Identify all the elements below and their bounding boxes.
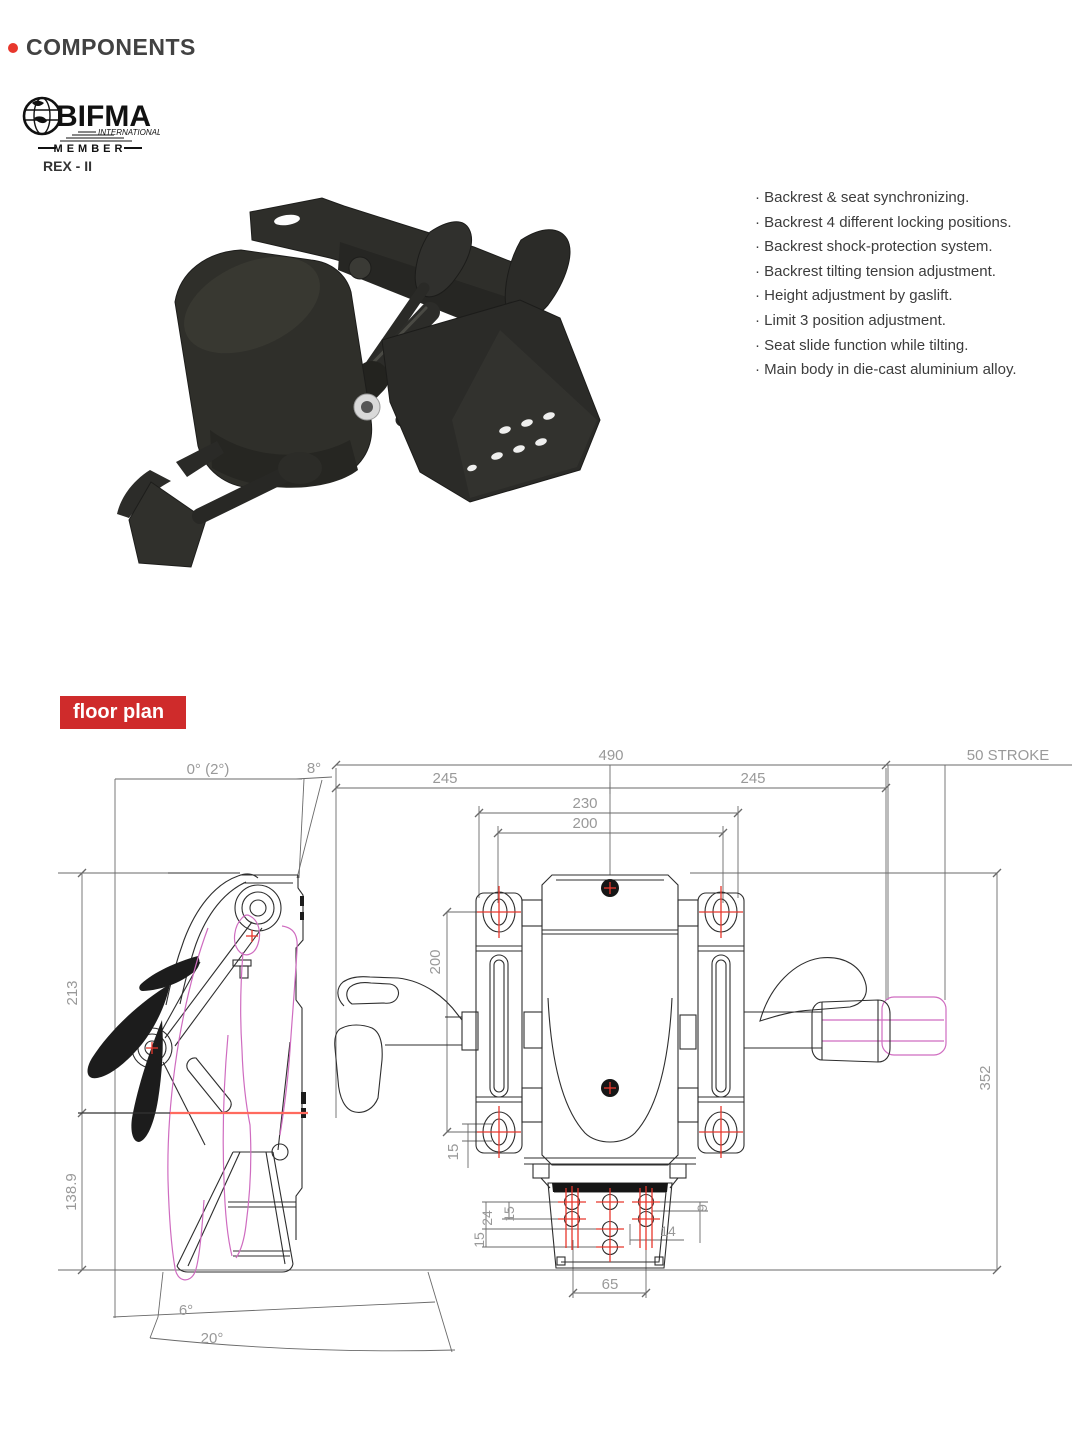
- product-photo: [117, 197, 601, 568]
- feature-item: · Backrest & seat synchronizing.: [755, 189, 970, 206]
- logo-steps: [60, 131, 132, 142]
- dim-half-left: 245: [432, 770, 457, 787]
- mechanism-illustration: [117, 197, 601, 568]
- feature-item: · Limit 3 position adjustment.: [755, 311, 946, 329]
- globe-icon: [22, 96, 62, 136]
- feature-item: · Backrest tilting tension adjustment.: [755, 262, 996, 280]
- feature-item: · Main body in die-cast aluminium alloy.: [755, 361, 1017, 379]
- dim-bracket-15a: 15: [501, 1206, 517, 1222]
- plan-view: [334, 874, 891, 1269]
- dim-bracket-15b: 15: [471, 1232, 487, 1248]
- red-bullet-icon: [8, 42, 18, 53]
- feature-item: · Backrest shock-protection system.: [755, 238, 993, 256]
- dimension-ticks: [77, 760, 1002, 1298]
- dim-bracket-9: 9: [694, 1204, 710, 1212]
- red-crosshairs: [146, 882, 743, 1262]
- logo-brand: BIFMA: [56, 100, 151, 133]
- logo-subtitle: INTERNATIONAL: [98, 128, 160, 137]
- dim-tilt-6: 6°: [179, 1302, 193, 1319]
- dim-seat-angle: 0° (2°): [187, 761, 230, 778]
- dim-tilt-20: 20°: [201, 1330, 224, 1347]
- dim-bracket-14: 14: [660, 1223, 676, 1239]
- page-title: COMPONENTS: [26, 34, 196, 60]
- dim-back-angle: 8°: [307, 760, 321, 777]
- logo-member: MEMBER: [38, 143, 142, 155]
- feature-item: · Height adjustment by gaslift.: [755, 287, 953, 305]
- floor-plan-label: floor plan: [60, 696, 186, 729]
- side-view-levers: [87, 896, 306, 1142]
- dim-half-right: 245: [740, 770, 765, 787]
- tilt-overlay: [167, 914, 947, 1281]
- feature-item: · Backrest 4 different locking positions…: [755, 213, 1012, 231]
- page-header: COMPONENTS: [8, 34, 196, 61]
- dim-stroke: 50 STROKE: [967, 747, 1050, 764]
- dimension-labels: 490 50 STROKE 245 245 230 200 0° (2°) 8°…: [63, 747, 1049, 1347]
- dim-overall-width: 490: [598, 747, 623, 764]
- dim-hole-span-h: 200: [572, 815, 597, 832]
- dim-slot-offset: 15: [445, 1144, 462, 1161]
- dim-inner-width: 230: [572, 795, 597, 812]
- feature-item: · Seat slide function while tilting.: [755, 336, 969, 354]
- feature-list: · Backrest & seat synchronizing. · Backr…: [755, 186, 1065, 383]
- bifma-logo: BIFMA INTERNATIONAL MEMBER: [22, 96, 160, 155]
- svg-text:MEMBER: MEMBER: [54, 143, 127, 155]
- model-label: REX - II: [43, 158, 93, 174]
- dimension-lines: [58, 764, 1072, 1353]
- plan-view-dark-details: [552, 879, 668, 1192]
- dim-height-lower: 138.9: [63, 1173, 80, 1211]
- dim-bracket-24: 24: [479, 1210, 495, 1226]
- dim-hole-span-v: 200: [427, 949, 444, 974]
- dim-height-upper: 213: [64, 980, 81, 1005]
- floor-plan-drawing: 490 50 STROKE 245 245 230 200 0° (2°) 8°…: [58, 747, 1072, 1353]
- dim-depth: 352: [977, 1065, 994, 1090]
- dim-bracket-65: 65: [602, 1276, 619, 1293]
